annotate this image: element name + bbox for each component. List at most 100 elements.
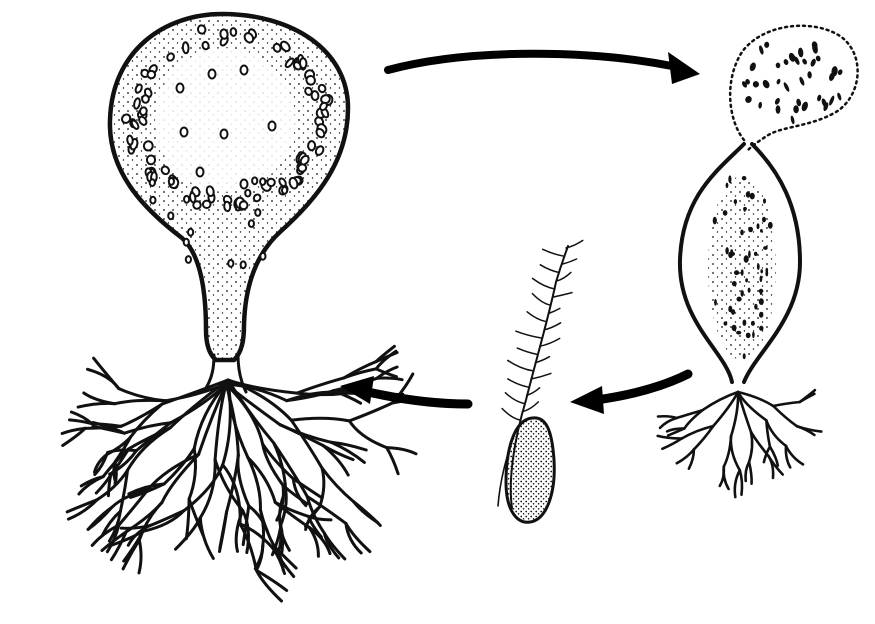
spore <box>764 41 770 48</box>
spore <box>741 290 744 297</box>
granule <box>300 58 307 68</box>
rhizoid <box>740 470 742 494</box>
granule <box>183 42 189 53</box>
flagellum-hair <box>502 409 520 421</box>
granule <box>169 178 174 185</box>
granule <box>142 95 149 103</box>
rhizoid <box>724 436 731 466</box>
flagellum-hairs <box>502 240 583 420</box>
spore <box>768 222 773 229</box>
granule <box>298 164 307 172</box>
spore <box>752 332 755 339</box>
spore <box>759 326 763 331</box>
spore <box>783 58 789 65</box>
spore <box>746 191 750 197</box>
spore <box>749 62 757 72</box>
granule <box>184 239 189 246</box>
granule <box>186 256 191 263</box>
spore <box>748 288 751 293</box>
spore <box>734 270 739 275</box>
rhizoid <box>731 436 740 470</box>
rhizoid <box>200 518 213 559</box>
spore <box>730 252 735 256</box>
granule <box>184 196 189 203</box>
granule <box>192 200 201 209</box>
spore <box>752 81 759 89</box>
spore <box>760 276 763 283</box>
spore <box>725 247 728 254</box>
rhizoid <box>658 416 677 418</box>
granule <box>127 135 133 145</box>
granule <box>209 70 216 79</box>
rhizoid <box>139 540 141 573</box>
rhizoid <box>773 402 799 406</box>
granule <box>241 261 246 268</box>
rhizoid <box>660 418 677 428</box>
spore <box>759 312 763 318</box>
granule <box>228 260 233 267</box>
spore <box>726 183 729 188</box>
spore <box>798 47 804 57</box>
granule <box>255 209 260 216</box>
spore <box>758 102 762 109</box>
spore <box>776 105 781 114</box>
spore <box>837 69 843 76</box>
flagellum-hair <box>527 312 546 322</box>
granule <box>147 155 155 164</box>
spore <box>732 281 737 286</box>
granule <box>220 29 229 39</box>
flagellum-hair <box>566 240 583 248</box>
spore <box>828 95 835 106</box>
mature-cell-icon <box>62 14 424 601</box>
spore <box>758 45 764 55</box>
rhizoid <box>115 400 166 403</box>
rhizoid <box>738 392 751 432</box>
rhizoid <box>119 389 166 401</box>
granule <box>252 177 257 184</box>
granule <box>197 168 204 177</box>
dividing-cell-contents <box>708 176 776 360</box>
granule <box>267 178 275 186</box>
granule <box>308 141 315 150</box>
rhizoid <box>735 470 740 497</box>
spore <box>759 289 764 293</box>
flagellum-hair <box>543 249 564 256</box>
spore <box>776 62 781 68</box>
spore <box>817 94 822 101</box>
flagellum-hair <box>505 393 524 404</box>
granule <box>269 122 276 131</box>
rhizoid <box>749 432 752 462</box>
rhizoid <box>749 462 752 484</box>
spore <box>744 255 749 262</box>
granule <box>224 201 231 211</box>
spore <box>741 269 744 276</box>
spore <box>745 278 748 282</box>
granule <box>139 107 147 116</box>
granule <box>245 190 250 197</box>
spore <box>737 297 742 302</box>
flagellum-hair <box>508 360 533 371</box>
spore <box>728 175 731 183</box>
spore <box>713 217 717 225</box>
granule <box>230 28 236 36</box>
granule <box>221 130 228 139</box>
rhizoid <box>349 403 392 421</box>
granule <box>239 200 249 210</box>
rhizoid <box>349 421 386 448</box>
dividing-cell-rhizoids <box>658 390 822 497</box>
granule <box>241 180 248 189</box>
granule <box>168 212 173 219</box>
rhizoid <box>78 403 115 407</box>
granule <box>181 128 188 137</box>
granule <box>150 197 155 204</box>
arrow-left-icon <box>596 374 688 400</box>
spore <box>776 78 781 84</box>
rhizoid <box>320 468 324 507</box>
flagellum-hair <box>516 331 542 338</box>
mature-cell-vacuole <box>155 48 295 192</box>
rhizoid <box>164 449 194 484</box>
arrow-right-icon <box>388 54 672 70</box>
granule <box>260 253 265 260</box>
spore <box>801 58 808 65</box>
flagellum-hair <box>531 373 551 379</box>
